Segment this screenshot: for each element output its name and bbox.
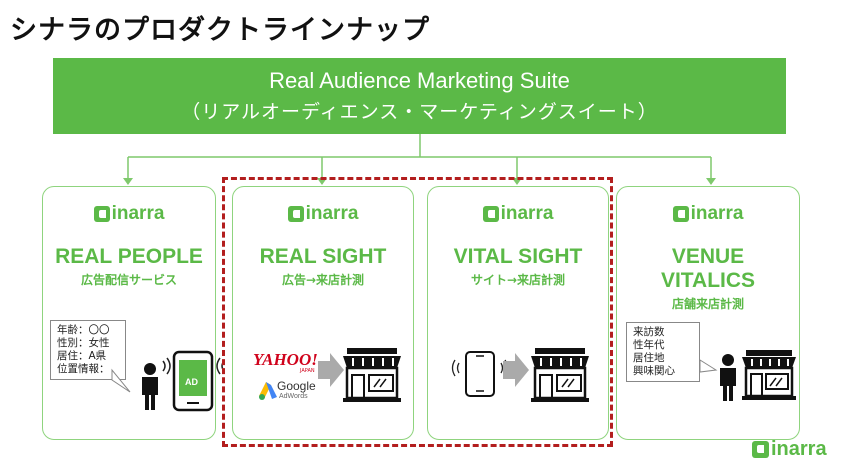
brand-text: inarra: [690, 203, 744, 224]
footer-cinarra-logo: inarra: [752, 438, 827, 461]
bubble-line: 位置情報：: [57, 363, 110, 375]
adwords-label: AdWords: [279, 393, 308, 400]
product-subtitle: 店舗来店計測: [671, 297, 744, 311]
bubble-tail: [699, 359, 718, 373]
suite-subtitle: （リアルオーディエンス・マーケティングスイート）: [181, 101, 658, 123]
product-subtitle: サイト→来店計測: [470, 273, 566, 287]
product-name: VENUE: [671, 245, 745, 268]
yahoo-japan-sub: JAPAN: [300, 368, 315, 374]
store-icon: [531, 348, 589, 402]
product-name: REAL SIGHT: [259, 245, 387, 268]
bubble-tail: [111, 368, 131, 393]
brand-text: inarra: [500, 203, 554, 224]
bubble-line: 年齢：〇〇: [57, 324, 110, 336]
cinarra-logo: inarra: [428, 203, 608, 225]
bubble-line: 居住：A県: [57, 350, 107, 362]
cinarra-c-icon: [752, 441, 769, 458]
store-icon: [742, 350, 796, 400]
highlight-dashed-frame: [222, 177, 613, 447]
bubble-line: 来訪数: [633, 326, 665, 338]
arrow-icon: [503, 353, 529, 387]
google-adwords-icon: [259, 382, 277, 400]
yahoo-japan-logo: YAHOO!: [253, 350, 318, 369]
cinarra-c-icon: [482, 206, 499, 222]
ad-label: AD: [185, 377, 198, 387]
venue-metrics-bubble: 来訪数 性年代 居住地 興味関心: [626, 322, 700, 382]
suite-name: Real Audience Marketing Suite: [269, 68, 570, 93]
page-title: シナラのプロダクトラインナップ: [10, 15, 430, 46]
bubble-line: 興味関心: [633, 365, 675, 377]
product-subtitle: 広告→来店計測: [281, 273, 365, 287]
product-subtitle: 広告配信サービス: [80, 273, 177, 287]
cinarra-logo: inarra: [617, 203, 799, 225]
person-icon: [720, 354, 736, 401]
smartphone-icon: [465, 351, 495, 397]
suite-banner: Real Audience Marketing Suite （リアルオーディエン…: [53, 58, 786, 134]
cinarra-c-icon: [287, 206, 304, 222]
cinarra-logo: inarra: [43, 203, 215, 225]
person-icon: [142, 363, 158, 410]
brand-text: inarra: [305, 203, 359, 224]
product-name-line2: VITALICS: [660, 269, 756, 292]
bubble-line: 性別：女性: [57, 337, 110, 349]
cinarra-c-icon: [672, 206, 689, 222]
profile-bubble: 年齢：〇〇 性別：女性 居住：A県 位置情報：: [50, 320, 126, 380]
cinarra-logo: inarra: [233, 203, 413, 225]
google-logo: Google: [277, 379, 316, 393]
smartphone-icon: [172, 350, 214, 412]
product-name: VITAL SIGHT: [453, 245, 583, 268]
product-name: REAL PEOPLE: [55, 245, 203, 268]
arrow-icon: [318, 353, 344, 387]
store-icon: [343, 348, 401, 402]
brand-text: inarra: [111, 203, 165, 224]
bubble-line: 居住地: [633, 352, 665, 364]
bubble-line: 性年代: [633, 339, 665, 351]
brand-text: inarra: [771, 438, 827, 460]
cinarra-c-icon: [93, 206, 110, 222]
